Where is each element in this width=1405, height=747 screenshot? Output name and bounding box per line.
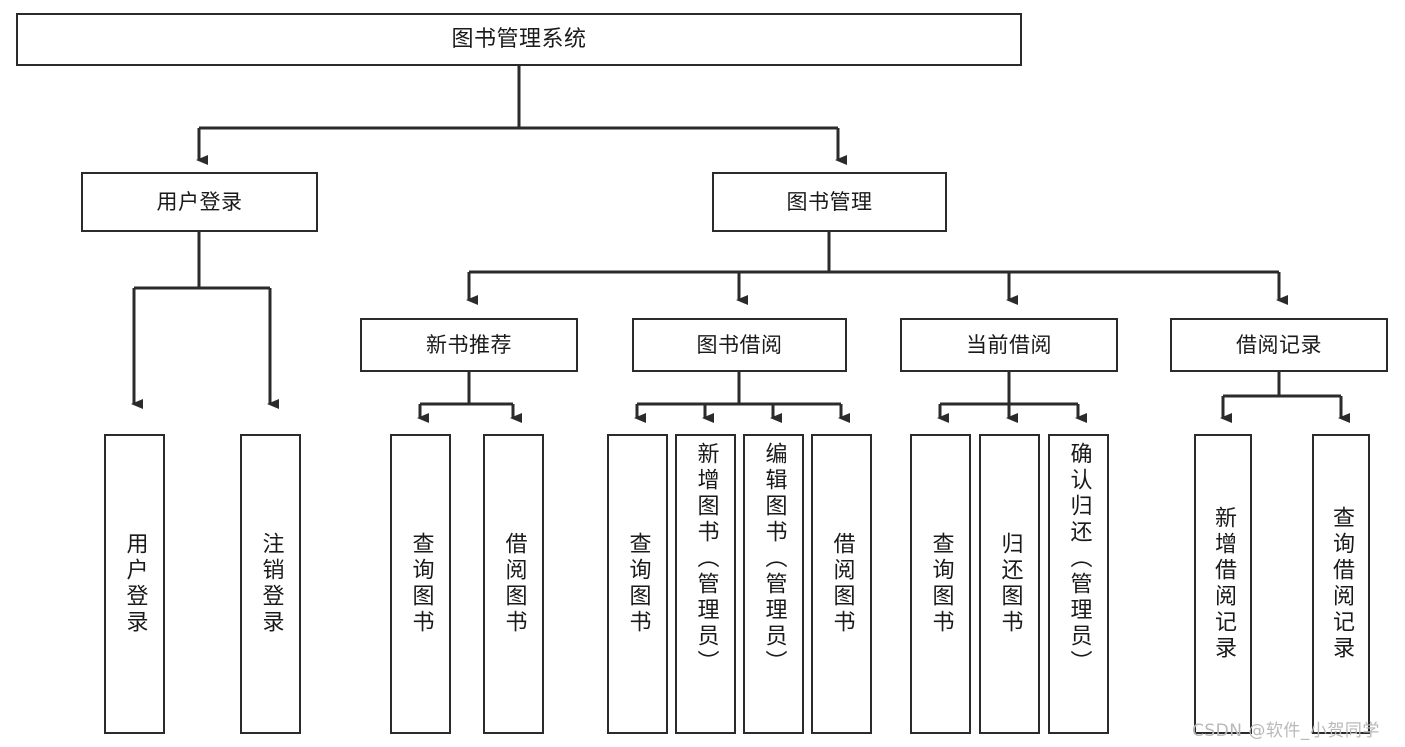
node-leaf-user-login[interactable]: 用户登录 (104, 434, 165, 734)
node-label: 图书管理 (786, 189, 873, 214)
node-label: 借阅图书 (829, 532, 855, 636)
node-new-book-recommend[interactable]: 新书推荐 (360, 318, 578, 372)
node-leaf-query-borrow-record[interactable]: 查询借阅记录 (1312, 434, 1370, 734)
csdn-watermark: CSDN @软件_小贺同学 (1192, 721, 1380, 741)
node-leaf-query-book-borrow[interactable]: 查询图书 (607, 434, 668, 734)
node-leaf-return-book[interactable]: 归还图书 (979, 434, 1040, 734)
node-label: 编辑图书（管理员） (761, 442, 787, 676)
node-leaf-borrow-book-recommend[interactable]: 借阅图书 (483, 434, 544, 734)
node-label: 借阅图书 (501, 532, 527, 636)
node-label: 新书推荐 (426, 332, 512, 357)
node-leaf-query-book-current[interactable]: 查询图书 (910, 434, 971, 734)
node-label: 注销登录 (258, 532, 284, 636)
node-leaf-query-book-recommend[interactable]: 查询图书 (390, 434, 451, 734)
node-label: 图书管理系统 (451, 26, 587, 52)
node-label: 图书借阅 (696, 332, 783, 357)
node-label: 确认归还（管理员） (1066, 442, 1092, 676)
node-label: 查询图书 (625, 532, 651, 636)
node-label: 查询图书 (408, 532, 434, 636)
node-label: 新增借阅记录 (1211, 506, 1236, 662)
node-label: 查询借阅记录 (1329, 506, 1354, 662)
node-label: 用户登录 (156, 189, 243, 214)
node-current-borrow[interactable]: 当前借阅 (900, 318, 1118, 372)
node-borrow-record[interactable]: 借阅记录 (1170, 318, 1388, 372)
node-leaf-borrow-book[interactable]: 借阅图书 (811, 434, 872, 734)
node-book-management[interactable]: 图书管理 (712, 172, 947, 232)
node-user-login[interactable]: 用户登录 (81, 172, 318, 232)
node-label: 归还图书 (997, 532, 1023, 636)
node-book-borrow[interactable]: 图书借阅 (632, 318, 847, 372)
node-leaf-add-borrow-record[interactable]: 新增借阅记录 (1194, 434, 1252, 734)
node-leaf-edit-book-admin[interactable]: 编辑图书（管理员） (743, 434, 804, 734)
node-label: 新增图书（管理员） (693, 442, 719, 676)
node-leaf-confirm-return-admin[interactable]: 确认归还（管理员） (1048, 434, 1109, 734)
node-leaf-add-book-admin[interactable]: 新增图书（管理员） (675, 434, 736, 734)
node-label: 查询图书 (928, 532, 954, 636)
node-label: 用户登录 (122, 532, 148, 636)
node-label: 当前借阅 (966, 332, 1052, 357)
node-label: 借阅记录 (1236, 332, 1322, 357)
node-leaf-logout[interactable]: 注销登录 (240, 434, 301, 734)
node-root-book-management-system[interactable]: 图书管理系统 (16, 13, 1022, 66)
